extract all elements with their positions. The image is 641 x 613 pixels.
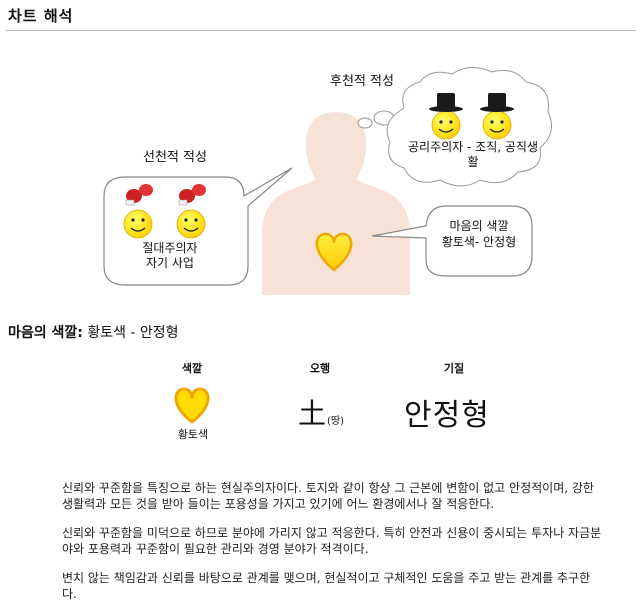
page-header: 차트 해석 [6,0,636,31]
innate-figure-1 [123,184,153,239]
acquired-figure-2 [480,93,514,140]
element-character: 土 [298,397,327,430]
description-paragraph: 신뢰와 꾸준함을 특징으로 하는 현실주의자이다. 토지와 같이 항상 그 근본… [62,481,594,511]
heart-color-bubble [371,205,533,277]
body-silhouette [262,112,410,295]
boxing-glove-icon [126,189,142,203]
acquired-type-line1: 공리주의자 - 조직, 공직생 [408,140,538,154]
element-reading: (땅) [327,416,345,427]
description-paragraph: 신뢰와 꾸준함을 미덕으로 하므로 분야에 가리지 않고 적응한다. 특히 안전… [62,526,602,556]
acquired-thought-cloud [357,67,553,187]
innate-figure-2 [176,184,206,239]
diagram-graphics [103,67,553,295]
innate-type-line1: 절대주의자 [142,241,198,255]
column-head-color: 색깔 [181,362,203,375]
page-title: 차트 해석 [8,7,74,25]
innate-type-line2: 자기 사업 [146,256,194,270]
acquired-figure-1 [429,93,463,140]
heart-color-heading-value: 황토색 - 안정형 [82,325,179,341]
heart-icon [315,232,353,272]
boxing-glove-icon [179,189,195,203]
aptitude-diagram: 선천적 적성 절대주의자 자기 사업 후천적 적성 공리주의자 - 조직, 공직… [0,30,641,310]
acquired-title: 후천적 적성 [330,74,394,89]
heart-icon [174,387,210,424]
color-heart [172,385,212,425]
acquired-type-line2: 활 [467,155,479,169]
column-head-temperament: 기질 [443,362,465,375]
column-head-element: 오행 [309,362,331,375]
heart-color-heading-key: 마음의 색깔: [8,325,83,341]
color-name: 황토색 [177,428,209,441]
heart-color-heading: 마음의 색깔: 황토색 - 안정형 [8,322,179,342]
description-paragraph: 변치 않는 책임감과 신뢰를 바탕으로 관계를 맺으며, 현실적이고 구체적인 … [62,571,591,601]
heart-color-line1: 마음의 색깔 [449,219,509,233]
temperament-value: 안정형 [404,398,490,433]
heart-color-line2: 황토색- 안정형 [441,235,517,249]
innate-title: 선천적 적성 [143,150,207,165]
